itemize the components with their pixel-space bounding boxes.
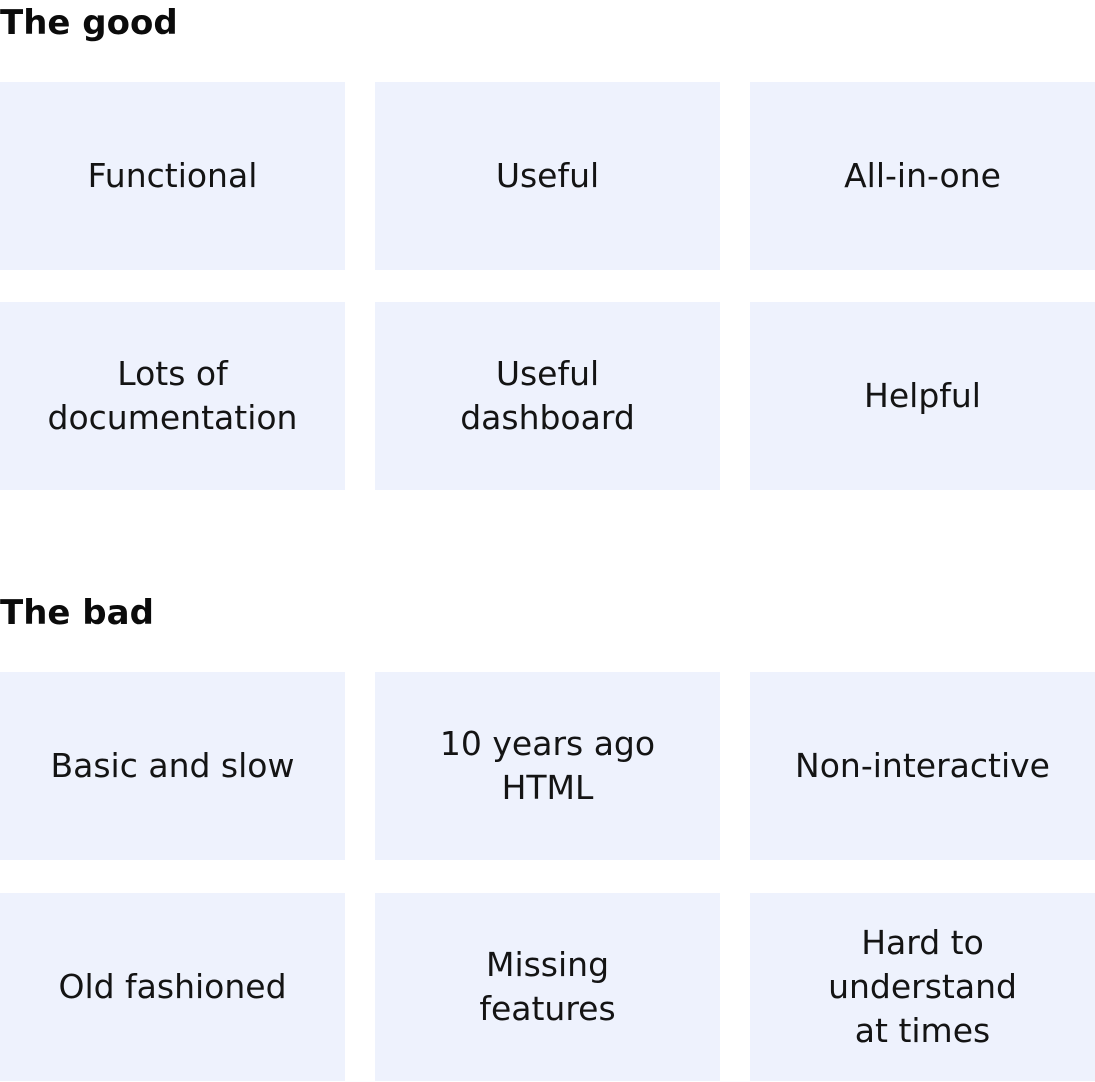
bad-tile-basic-and-slow: Basic and slow	[0, 672, 345, 860]
good-tile-useful: Useful	[375, 82, 720, 270]
good-tile-helpful: Helpful	[750, 302, 1095, 490]
tile-label: Useful dashboard	[460, 354, 635, 437]
tile-label: Hard to understand at times	[828, 923, 1017, 1050]
tile-label: All-in-one	[844, 156, 1001, 195]
tile-label: 10 years ago HTML	[439, 724, 656, 807]
good-tile-functional: Functional	[0, 82, 345, 270]
tile-label: Missing features	[479, 945, 616, 1028]
good-tile-dashboard: Useful dashboard	[375, 302, 720, 490]
bad-section-title: The bad	[0, 593, 154, 633]
good-section-title: The good	[0, 3, 178, 43]
bad-tile-non-interactive: Non-interactive	[750, 672, 1095, 860]
bad-tile-missing-features: Missing features	[375, 893, 720, 1081]
tile-label: Non-interactive	[795, 746, 1050, 785]
tile-label: Basic and slow	[50, 746, 295, 785]
tile-label: Lots of documentation	[47, 354, 298, 437]
good-tile-documentation: Lots of documentation	[0, 302, 345, 490]
good-tile-all-in-one: All-in-one	[750, 82, 1095, 270]
tile-label: Useful	[495, 156, 600, 195]
tile-label: Helpful	[864, 376, 981, 415]
bad-tile-old-fashioned: Old fashioned	[0, 893, 345, 1081]
tile-label: Functional	[87, 156, 258, 195]
tile-label: Old fashioned	[58, 967, 287, 1006]
bad-tile-old-html: 10 years ago HTML	[375, 672, 720, 860]
bad-tile-hard-to-understand: Hard to understand at times	[750, 893, 1095, 1081]
